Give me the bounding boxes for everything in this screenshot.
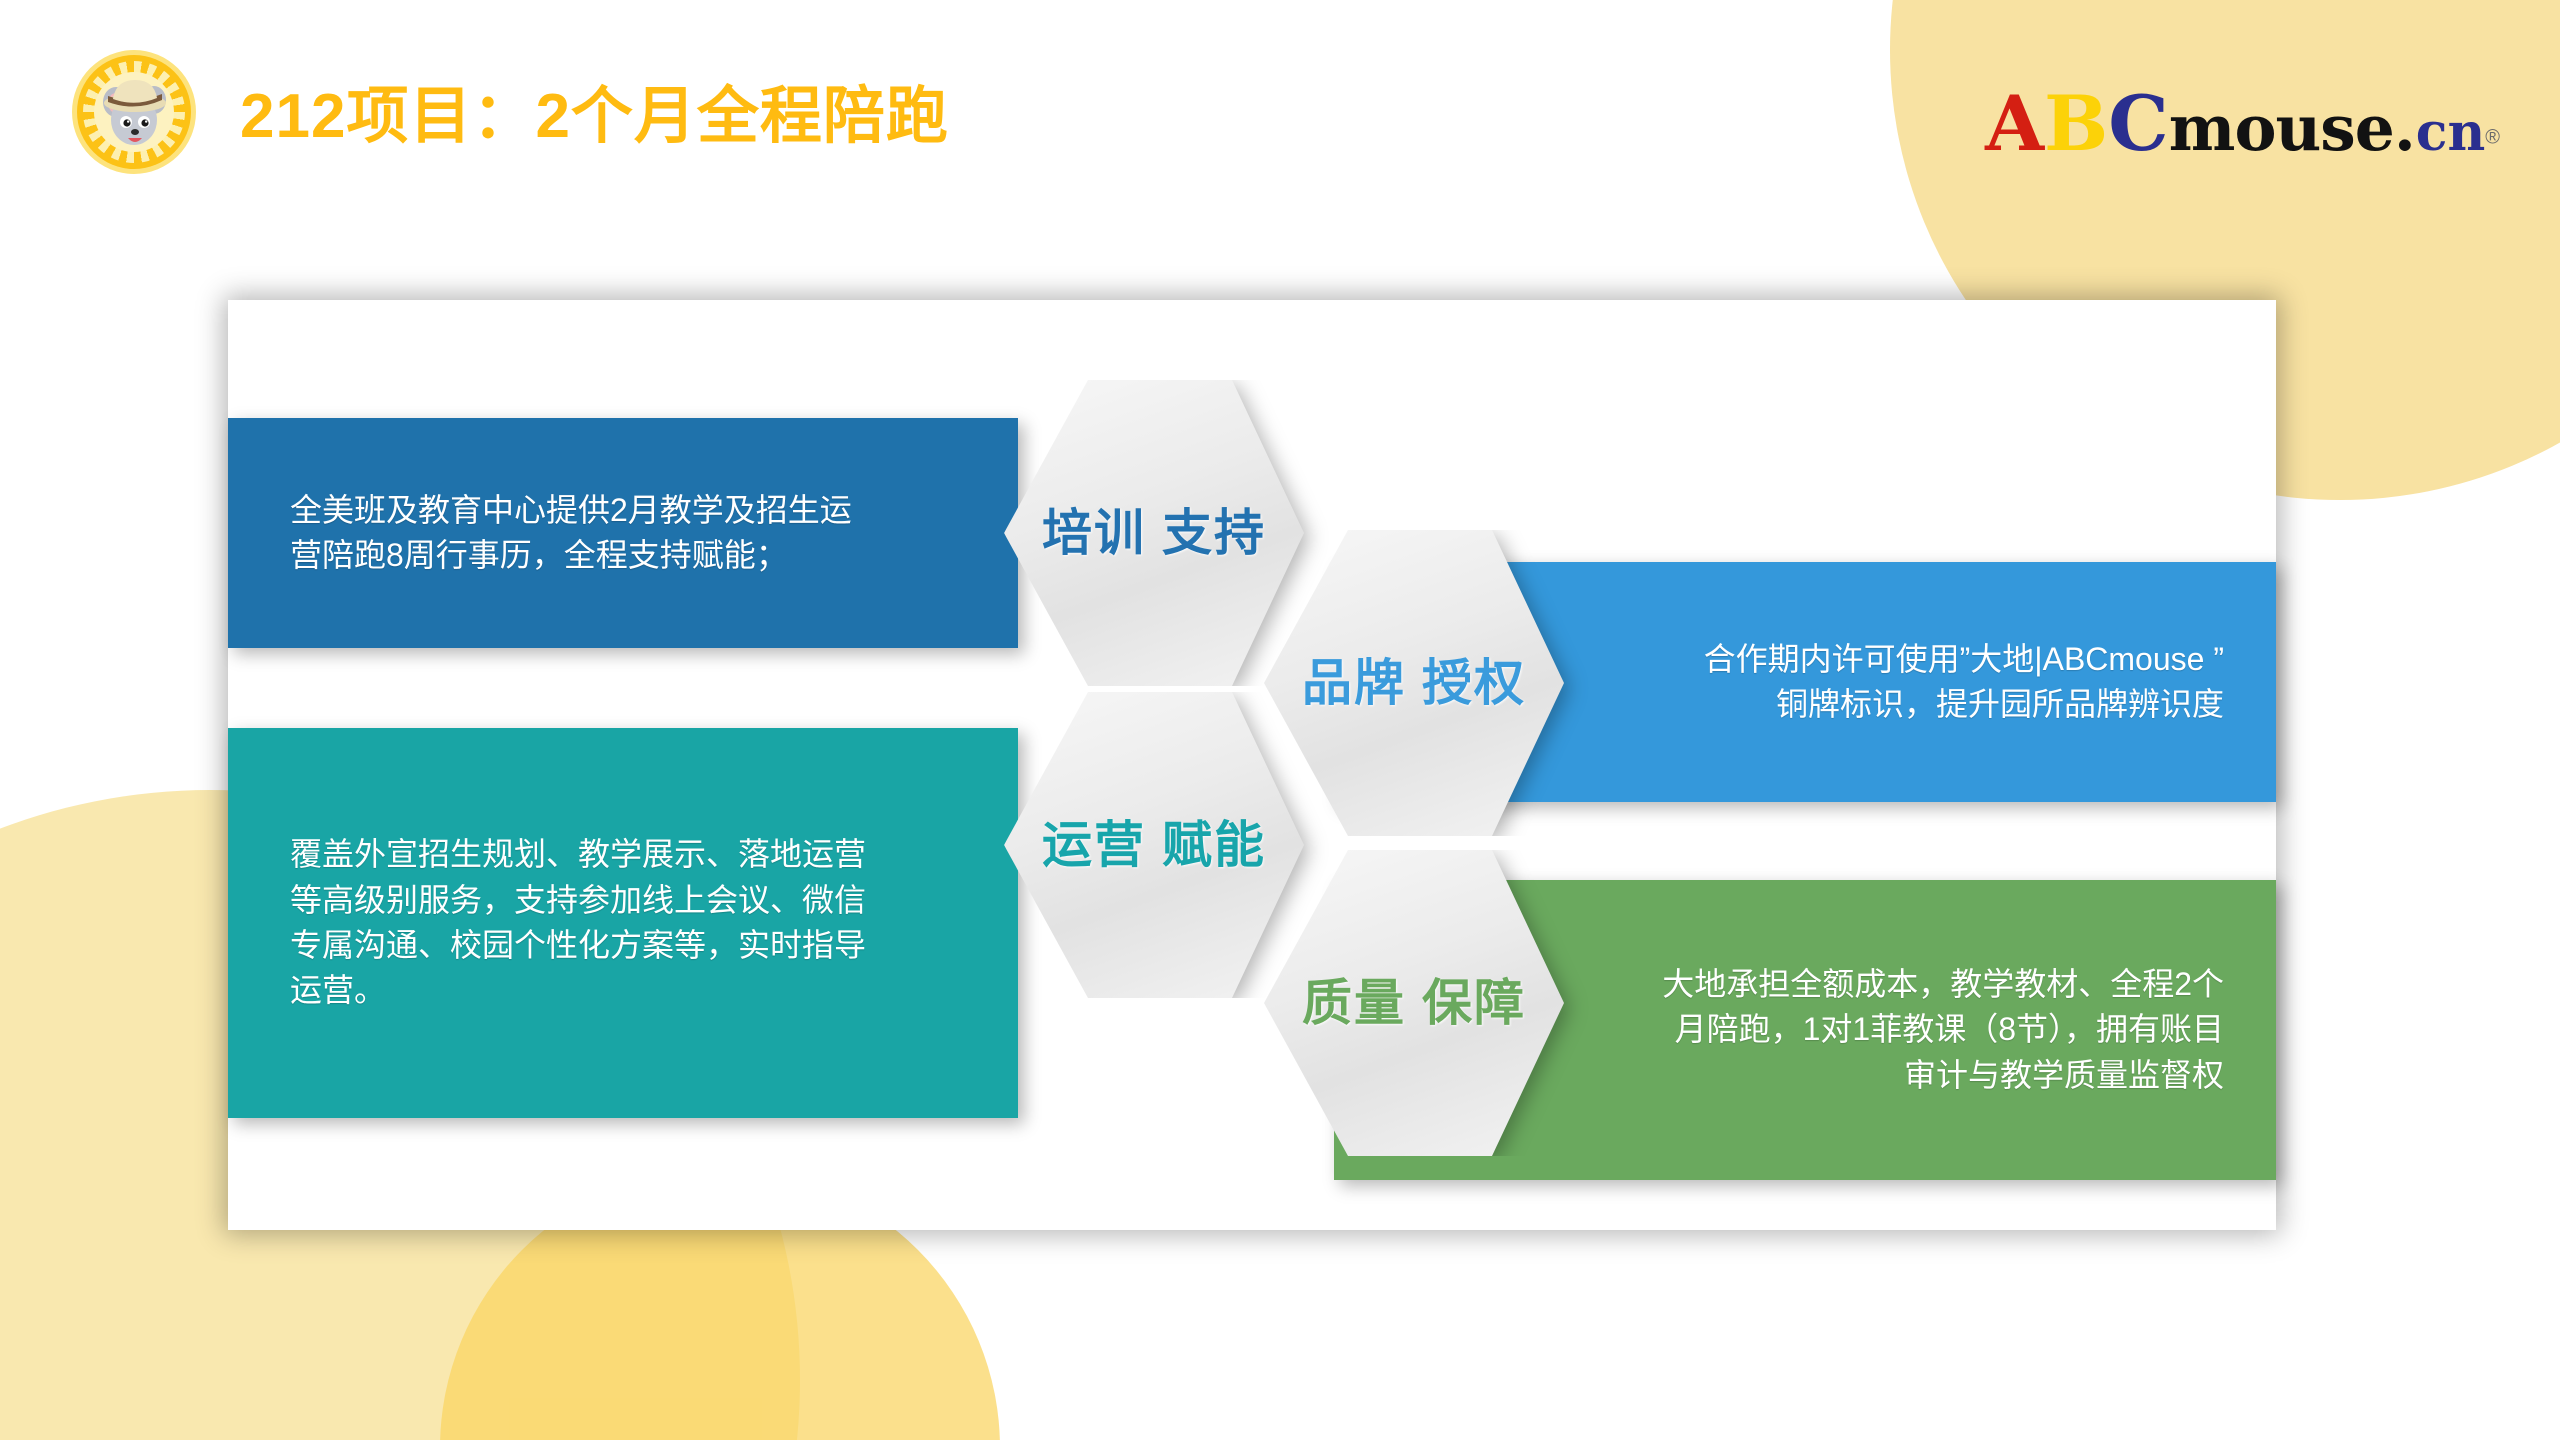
hexagon-label-quality-assurance: 质量 保障: [1302, 974, 1526, 1031]
logo-letter-b: B: [2044, 79, 2109, 168]
process-body-operation-empowerment: 覆盖外宣招生规划、教学展示、落地运营 等高级别服务，支持参加线上会议、微信 专属…: [290, 836, 867, 1009]
process-bar-operation-empowerment[interactable]: 覆盖外宣招生规划、教学展示、落地运营 等高级别服务，支持参加线上会议、微信 专属…: [228, 728, 1018, 1118]
hexagon-label-brand-authorization: 品牌 授权: [1302, 654, 1526, 711]
process-bar-training-support[interactable]: 全美班及教育中心提供2月教学及招生运 营陪跑8周行事历，全程支持赋能；: [228, 418, 1018, 648]
logo-letter-c: C: [2108, 79, 2169, 168]
mouse-mascot-badge-icon: [72, 50, 196, 174]
logo-tld-cn: cn: [2415, 102, 2486, 163]
page-title: 212项目：2个月全程陪跑: [240, 82, 949, 151]
logo-dot: .: [2393, 91, 2416, 165]
process-body-brand-authorization: 合作期内许可使用”大地|ABCmouse ” 铜牌标识，提升园所品牌辨识度: [1703, 640, 2224, 722]
hexagon-label-operation-empowerment: 运营 赋能: [1042, 816, 1266, 873]
abcmouse-brand-logo: ABCmouse.cn®: [1985, 79, 2500, 168]
process-body-training-support: 全美班及教育中心提供2月教学及招生运 营陪跑8周行事历，全程支持赋能；: [290, 491, 852, 573]
slide-header: 212项目：2个月全程陪跑 ABCmouse.cn®: [0, 0, 2560, 210]
registered-trademark-icon: ®: [2485, 126, 2500, 149]
logo-word-mouse: mouse: [2168, 91, 2395, 165]
hexagon-label-training-support: 培训 支持: [1042, 504, 1266, 561]
logo-letter-a: A: [1985, 79, 2045, 168]
process-body-quality-assurance: 大地承担全额成本，教学教材、全程2个 月陪跑，1对1菲教课（8节），拥有账目 审…: [1662, 965, 2224, 1093]
hexagon-training-support[interactable]: 培训 支持: [1004, 380, 1304, 686]
hexagon-operation-empowerment[interactable]: 运营 赋能: [1004, 692, 1304, 998]
hexagon-quality-assurance[interactable]: 质量 保障: [1264, 850, 1564, 1156]
hexagon-brand-authorization[interactable]: 品牌 授权: [1264, 530, 1564, 836]
